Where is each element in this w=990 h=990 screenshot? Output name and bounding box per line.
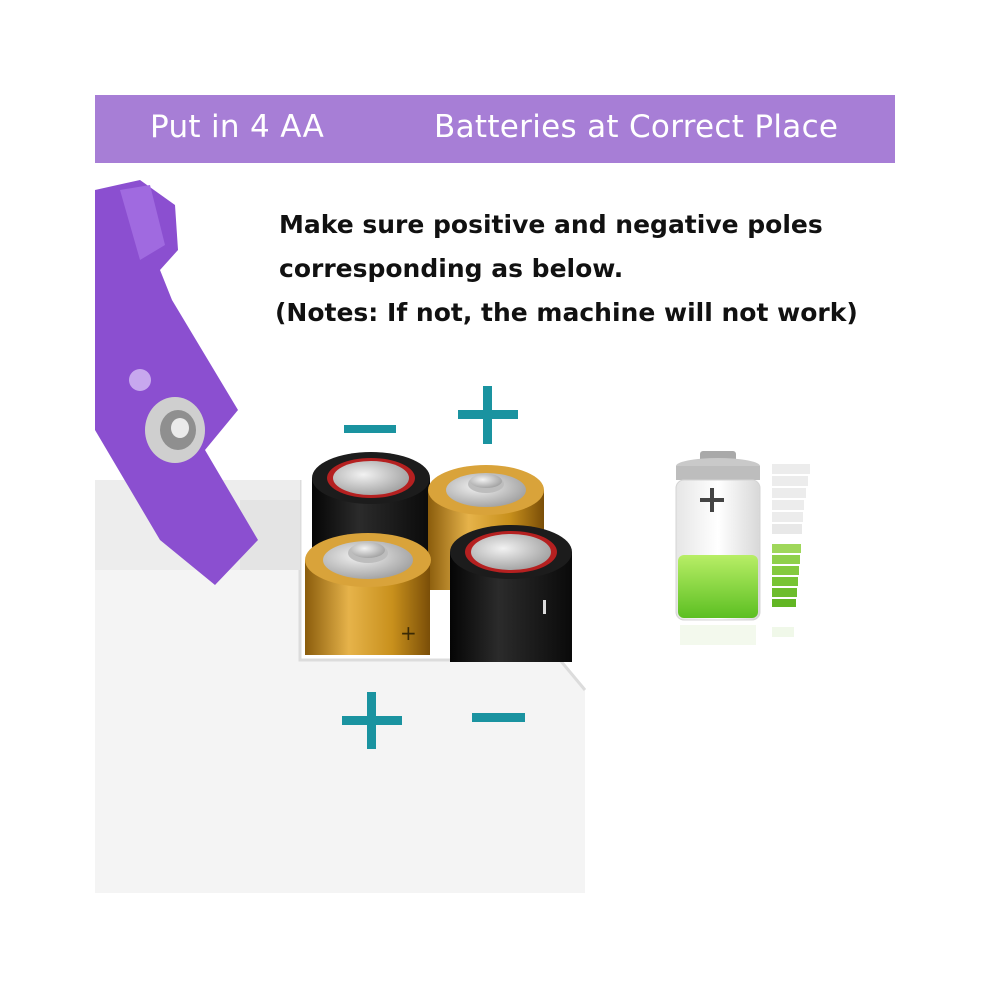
title-banner: Put in 4 AA Batteries at Correct Place (95, 95, 895, 163)
polarity-markers (342, 386, 525, 749)
minus-bottom-right-icon (472, 713, 525, 722)
instruction-text: Make sure positive and negative poles co… (279, 203, 823, 291)
battery-front-right (450, 525, 572, 662)
banner-left-text: Put in 4 AA (150, 109, 325, 145)
instruction-note: (Notes: If not, the machine will not wor… (275, 298, 858, 327)
plus-top-right-icon (458, 386, 518, 444)
charge-level-bars (772, 464, 810, 607)
battery-lid (95, 180, 258, 585)
minus-top-left-icon (344, 425, 396, 433)
battery-plus-mark: + (400, 621, 417, 645)
banner-right-text: Batteries at Correct Place (434, 109, 839, 145)
instruction-line-2: corresponding as below. (279, 254, 624, 283)
instruction-line-1: Make sure positive and negative poles (279, 210, 823, 239)
battery-front-left: + (305, 533, 431, 655)
plus-bottom-left-icon (342, 692, 402, 749)
battery-charge-icon (675, 451, 810, 645)
